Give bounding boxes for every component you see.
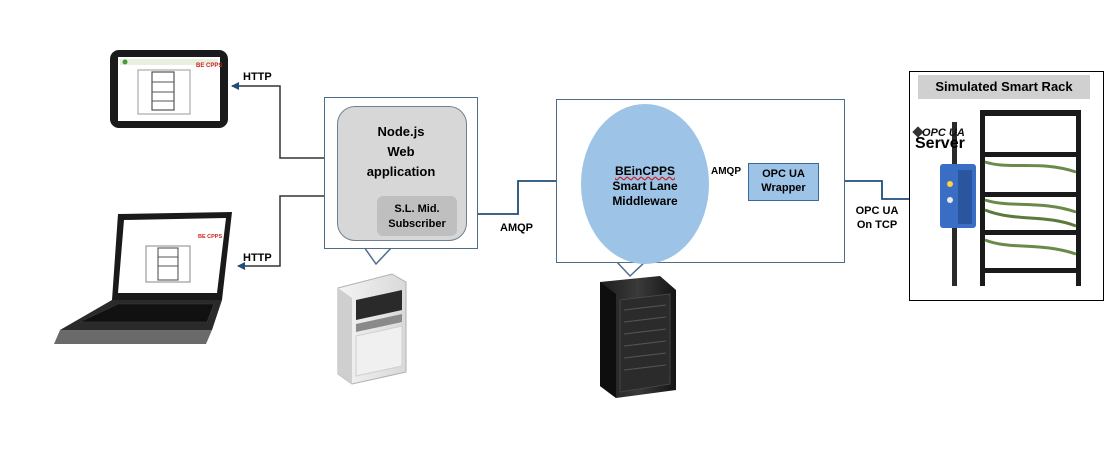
node-callout-tail — [363, 246, 393, 266]
laptop-brand-text: BE CPPS — [198, 234, 222, 240]
subscriber-line2: Subscriber — [388, 218, 446, 230]
server-tower — [600, 276, 676, 398]
smart-rack-title: Simulated Smart Rack — [918, 75, 1090, 99]
laptop-http-label: HTTP — [243, 252, 272, 264]
subscriber-line1: S.L. Mid. — [394, 203, 440, 215]
opc-tcp-label: OPC UA On TCP — [852, 204, 902, 232]
node-app-title: Node.js Web application — [340, 122, 462, 182]
middleware-line3: Middleware — [612, 194, 678, 208]
opc-wrapper-line1: OPC UA — [762, 168, 805, 180]
tablet-http-label: HTTP — [243, 71, 272, 83]
middleware-ellipse — [581, 104, 709, 264]
middleware-line2: Smart Lane — [612, 179, 678, 193]
node-app-title-line2: Web — [387, 144, 415, 159]
smart-rack-panel — [909, 71, 1104, 301]
subscriber-box — [377, 196, 457, 236]
middleware-label: BEinCPPS Smart Lane Middleware — [586, 164, 704, 209]
opc-wrapper-line2: Wrapper — [761, 182, 806, 194]
middleware-line1: BEinCPPS — [614, 164, 675, 178]
mw-callout-tail — [615, 260, 647, 278]
opc-tcp-line1: OPC UA — [855, 205, 899, 217]
tablet-brand-text: BE CPPS — [196, 63, 222, 69]
opc-ua-server-label: Server — [915, 135, 965, 152]
tablet-device — [110, 50, 228, 128]
pc-tower — [337, 273, 407, 385]
opc-ua-wrapper-box — [748, 163, 819, 201]
node-app-title-line1: Node.js — [377, 124, 425, 139]
amqp-main-connector — [457, 177, 580, 215]
tablet-http-connector — [231, 82, 332, 162]
opc-ua-wrapper-label: OPC UA Wrapper — [748, 167, 819, 195]
amqp-inner-label: AMQP — [711, 166, 741, 177]
amqp-main-label: AMQP — [500, 222, 533, 234]
laptop-http-connector — [237, 192, 332, 270]
subscriber-label: S.L. Mid. Subscriber — [377, 202, 457, 232]
opc-tcp-line2: On TCP — [856, 219, 898, 231]
laptop-device — [54, 212, 232, 344]
node-app-title-line3: application — [366, 164, 436, 179]
